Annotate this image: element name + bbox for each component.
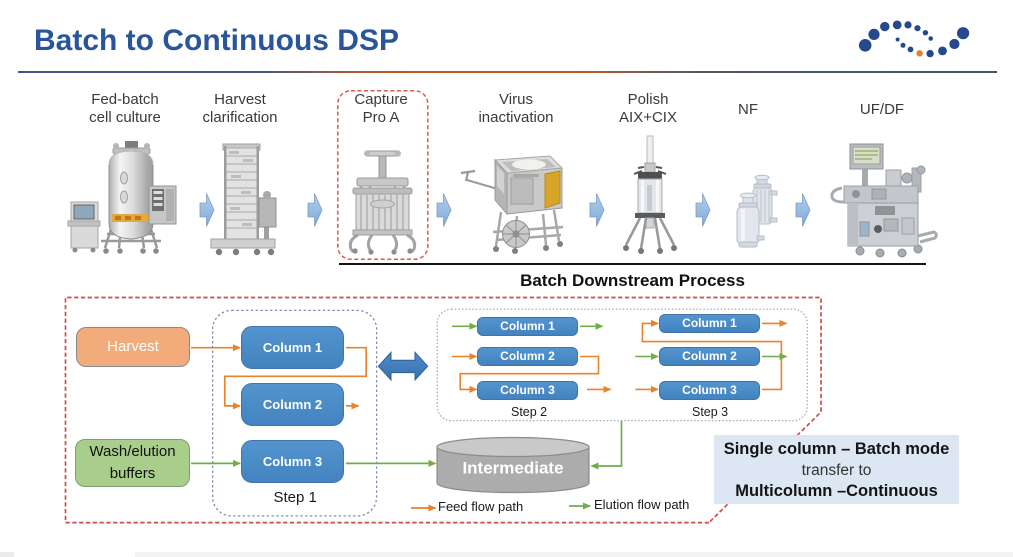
svg-text:Intermediate: Intermediate [462, 459, 563, 478]
